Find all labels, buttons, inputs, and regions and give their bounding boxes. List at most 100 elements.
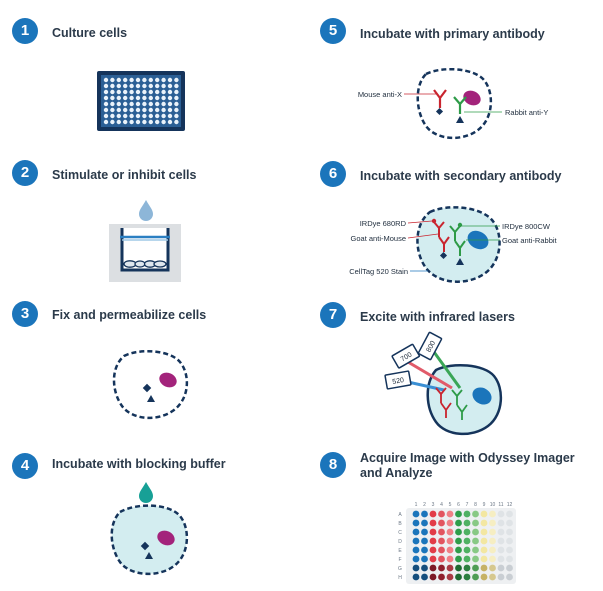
laser-520-label: 520 <box>392 377 405 386</box>
plate-column-label: 1 <box>415 502 418 508</box>
plate-well <box>161 119 166 125</box>
plate-well <box>174 77 179 83</box>
plate-well <box>161 77 166 83</box>
result-well <box>412 564 420 572</box>
plate-well <box>174 89 179 95</box>
plate-well <box>167 89 173 95</box>
plate-well <box>142 119 147 125</box>
plate-well <box>129 89 134 95</box>
plate-well <box>110 89 115 95</box>
laser-700-label: 700 <box>400 351 414 363</box>
result-well <box>472 546 479 554</box>
plate-well <box>161 101 166 107</box>
plate-row-label: B <box>398 521 402 527</box>
plate-well <box>161 107 166 113</box>
result-well <box>446 564 454 572</box>
plate-column-label: 9 <box>483 502 486 508</box>
nucleus <box>159 372 177 388</box>
result-well <box>429 573 437 581</box>
plate-well <box>142 95 147 101</box>
result-well <box>506 555 513 563</box>
result-well <box>421 528 428 536</box>
result-well <box>412 555 420 563</box>
result-well <box>489 546 496 554</box>
plate-well <box>174 113 179 119</box>
plate-well <box>116 119 121 125</box>
plate-well <box>110 113 115 119</box>
result-well <box>497 510 505 518</box>
result-well <box>429 519 437 527</box>
plate-well <box>148 95 153 101</box>
result-well <box>455 510 462 518</box>
plate-well <box>116 83 121 89</box>
plate-well <box>135 113 141 119</box>
step-title: Incubate with blocking buffer <box>52 457 226 471</box>
result-well <box>472 537 479 545</box>
nucleus <box>157 530 175 546</box>
laser-excitation-illustration: 700 800 520 <box>384 331 502 435</box>
step-title: Culture cells <box>52 26 128 40</box>
result-well <box>446 555 454 563</box>
plate-well <box>116 89 121 95</box>
plate-well <box>155 107 160 113</box>
step-title: Incubate with secondary antibody <box>360 169 562 183</box>
result-well <box>480 573 488 581</box>
plate-well <box>155 119 160 125</box>
result-well <box>506 528 513 536</box>
label-celltag-520-stain: CellTag 520 Stain <box>349 267 408 276</box>
step-title: Excite with infrared lasers <box>360 310 515 324</box>
laser-800-label: 800 <box>425 340 437 354</box>
plate-well <box>148 101 153 107</box>
plate-well <box>129 77 134 83</box>
laser-beam-800 <box>432 351 462 389</box>
plate-well <box>148 77 153 83</box>
blocked-cell-illustration <box>110 482 188 576</box>
plate-well <box>167 77 173 83</box>
plate-well <box>123 119 128 125</box>
result-well <box>429 528 437 536</box>
plate-well <box>167 107 173 113</box>
result-well <box>455 519 462 527</box>
plate-well <box>174 119 179 125</box>
plate-well <box>148 113 153 119</box>
result-well <box>412 519 420 527</box>
result-well <box>421 510 428 518</box>
plate-well <box>148 119 153 125</box>
plate-well <box>103 95 109 101</box>
result-well <box>438 546 445 554</box>
plate-well <box>135 83 141 89</box>
result-well <box>506 573 513 581</box>
laser-700-tag: 700 <box>391 343 421 369</box>
plate-well <box>110 77 115 83</box>
result-well <box>463 510 471 518</box>
plate-well <box>167 101 173 107</box>
plate-well <box>116 107 121 113</box>
result-well <box>472 555 479 563</box>
plate-well <box>123 95 128 101</box>
label-goat-anti-rabbit: Goat anti-Rabbit <box>502 236 558 245</box>
laser-800-tag: 800 <box>417 331 443 361</box>
plate-well <box>129 83 134 89</box>
plate-well <box>129 119 134 125</box>
result-well <box>429 537 437 545</box>
plate-well <box>103 119 109 125</box>
result-well <box>497 564 505 572</box>
plate-well <box>135 119 141 125</box>
stimulation-well-illustration <box>109 200 181 282</box>
secondary-antibody-illustration: IRDye 680RD Goat anti-Mouse IRDye 800CW … <box>349 206 558 283</box>
result-well <box>446 519 454 527</box>
plate-well <box>174 83 179 89</box>
step-title: Acquire Image with Odyssey Imager and An… <box>360 451 575 480</box>
result-well <box>412 528 420 536</box>
plate-well <box>123 101 128 107</box>
label-irdye-680rd: IRDye 680RD <box>360 219 407 228</box>
plate-well <box>155 113 160 119</box>
result-well <box>463 519 471 527</box>
result-well <box>463 537 471 545</box>
plate-well <box>116 113 121 119</box>
step-number-badge: 2 <box>12 160 38 186</box>
step-title: Fix and permeabilize cells <box>52 308 207 322</box>
result-well <box>480 510 488 518</box>
cell-membrane <box>112 349 188 419</box>
